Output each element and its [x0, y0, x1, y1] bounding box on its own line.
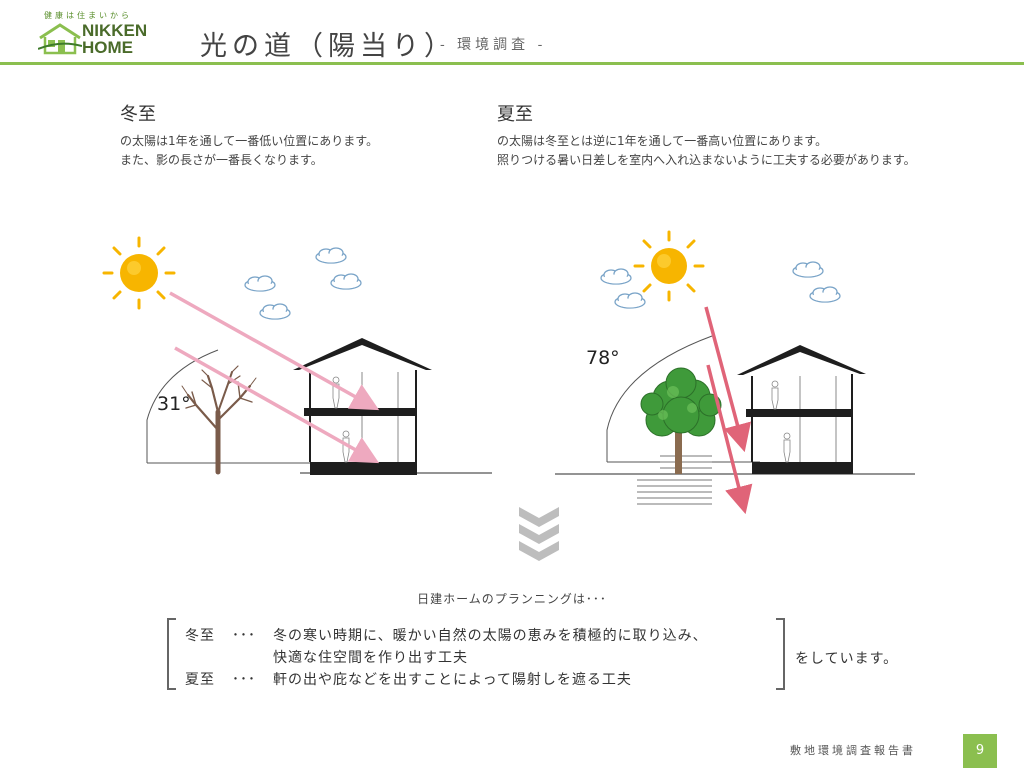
summary-summer-text: 軒の出や庇などを出すことによって陽射しを遮る工夫 — [273, 672, 632, 688]
summer-angle-label: 78° — [586, 347, 620, 369]
cloud-icon — [809, 286, 841, 303]
summary-lead: 日建ホームのプランニングは･･･ — [417, 592, 607, 606]
winter-diagram — [102, 236, 492, 475]
winter-sun-icon — [102, 236, 176, 310]
summer-sun-ray — [706, 364, 753, 515]
cloud-icon — [614, 292, 646, 309]
chevron-down-icon — [519, 507, 559, 561]
leafy-tree-icon — [637, 367, 722, 505]
summary-winter-dots: ･･･ — [232, 628, 256, 644]
summary-summer-dots: ･･･ — [232, 672, 256, 688]
header-divider — [0, 62, 1024, 65]
page-subtitle: - 環境調査 - — [440, 37, 547, 53]
winter-angle-label: 31° — [157, 393, 191, 415]
cloud-icon — [244, 275, 276, 292]
cloud-icon — [259, 303, 291, 320]
winter-house-icon — [293, 338, 432, 475]
bare-tree-icon — [181, 365, 257, 475]
cloud-icon — [792, 261, 824, 278]
summer-house-icon — [737, 345, 866, 474]
right-bracket — [776, 618, 785, 690]
summer-description: の太陽は冬至とは逆に1年を通して一番高い位置にあります。 照りつける暑い日差しを… — [497, 132, 916, 170]
winter-desc-line-2: また、影の長さが一番長くなります。 — [120, 153, 323, 167]
winter-desc-line-1: の太陽は1年を通して一番低い位置にあります。 — [120, 134, 379, 148]
page-number: 9 — [963, 734, 997, 768]
cloud-icon — [330, 273, 362, 290]
summary-winter-text-2: 快適な住空間を作り出す工夫 — [273, 650, 468, 666]
cloud-icon — [600, 268, 632, 285]
footer-document-title: 敷地環境調査報告書 — [790, 744, 916, 757]
summer-sun-icon — [633, 230, 705, 302]
logo-line-1: NIKKEN — [82, 21, 148, 40]
summer-sun-ray — [704, 306, 752, 453]
logo-brand: NIKKEN HOME — [82, 22, 147, 56]
summary-ending: をしています。 — [795, 651, 899, 667]
page-title: 光の道（陽当り） — [200, 31, 456, 62]
winter-sun-ray — [169, 291, 380, 411]
left-bracket — [167, 618, 176, 690]
cloud-icon — [315, 247, 347, 264]
winter-description: の太陽は1年を通して一番低い位置にあります。 また、影の長さが一番長くなります。 — [120, 132, 378, 170]
summer-diagram — [555, 230, 915, 515]
winter-heading: 冬至 — [120, 104, 156, 125]
summary-winter-text-1: 冬の寒い時期に、暖かい自然の太陽の恵みを積極的に取り込み、 — [273, 628, 708, 644]
summer-heading: 夏至 — [497, 104, 533, 125]
summer-desc-line-2: 照りつける暑い日差しを室内へ入れ込まないように工夫する必要があります。 — [497, 153, 916, 167]
winter-sun-ray — [174, 346, 380, 464]
summary-winter-label: 冬至 — [185, 628, 215, 644]
logo-house-icon — [38, 23, 82, 55]
logo-line-2: HOME — [82, 38, 133, 57]
logo-tagline: 健康は住まいから — [44, 11, 132, 20]
summary-summer-label: 夏至 — [185, 672, 215, 688]
summer-desc-line-1: の太陽は冬至とは逆に1年を通して一番高い位置にあります。 — [497, 134, 828, 148]
